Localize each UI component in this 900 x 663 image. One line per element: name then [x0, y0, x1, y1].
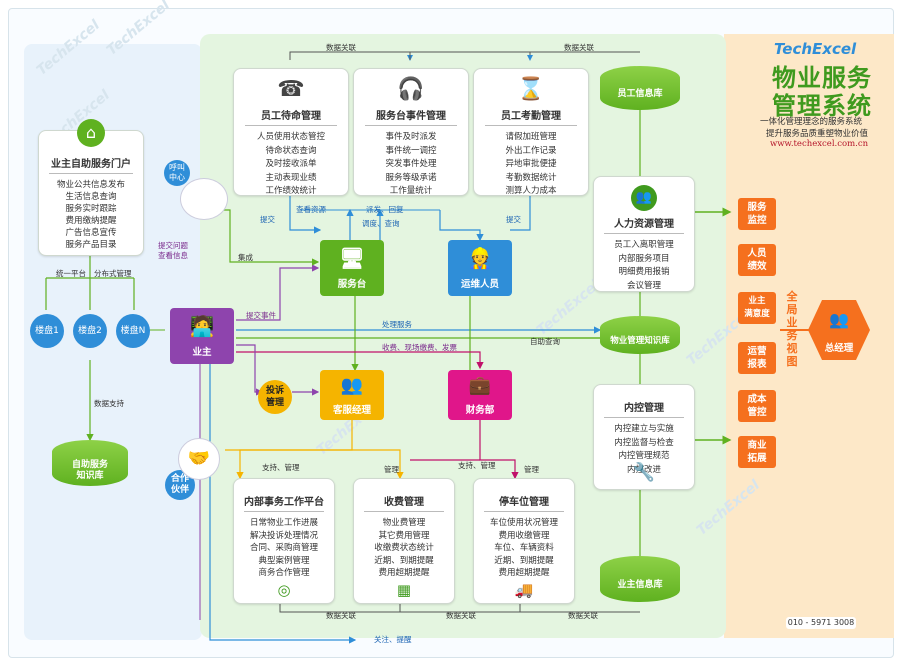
label-distributed-mgmt: 分布式管理	[94, 269, 132, 278]
label-attention: 关注、提醒	[374, 635, 412, 644]
db-knowledge: 物业管理知识库	[600, 316, 680, 354]
card-items: 日常物业工作进展解决投诉处理情况合同、采购商管理典型案例管理商务合作管理	[249, 518, 318, 578]
global-view-label: 全局业务视图	[786, 290, 798, 368]
tools-icon: 🔧	[632, 462, 656, 483]
card-items: 物业公共信息发布生活信息查询服务实时跟踪费用缴纳提醒广告信息宣传服务产品目录	[56, 180, 125, 250]
complaint-mgmt-badge[interactable]: 投诉管理	[258, 380, 292, 414]
label-submit-issue-2: 查看信息	[158, 251, 188, 260]
card-owner-portal: ⌂ 业主自助服务门户 物业公共信息发布生活信息查询服务实时跟踪费用缴纳提醒广告信…	[38, 119, 144, 256]
label-submit-event: 提交事件	[246, 311, 276, 320]
card-title: 员工考勤管理	[501, 111, 561, 122]
label-support-mgmt: 支持、管理	[458, 461, 496, 470]
card-parking: 停车位管理 车位使用状况管理费用收缴管理车位、车辆资料近期、到期提醒费用超期提醒…	[473, 478, 575, 604]
portal-building-2[interactable]: 楼盘2	[73, 314, 107, 348]
label-auto-query: 自助查询	[530, 337, 560, 346]
db-self-service-kb: 自助服务知识库	[52, 440, 128, 486]
brand-logo: TechExcel	[774, 40, 857, 58]
headset-icon: 🎧	[397, 77, 425, 102]
role-general-manager[interactable]: 👥 总经理	[808, 300, 870, 360]
label-data-link: 数据关联	[326, 611, 356, 620]
card-items: 车位使用状况管理费用收缴管理车位、车辆资料近期、到期提醒费用超期提醒	[489, 518, 558, 578]
box-service-monitor[interactable]: 服务监控	[738, 198, 776, 230]
portal-building-1[interactable]: 楼盘1	[30, 314, 64, 348]
label-integrate: 集成	[238, 253, 253, 262]
label-unified-platform: 统一平台	[56, 269, 86, 278]
truck-icon: 🚚	[514, 581, 534, 599]
card-title: 服务台事件管理	[376, 111, 446, 122]
card-hr: 👥 人力资源管理 员工入离职管理内部服务项目明细费用报销会议管理	[593, 176, 695, 292]
card-title: 内部事务工作平台	[244, 497, 324, 508]
phone-icon: ☎	[277, 77, 305, 102]
label-support-mgmt: 支持、管理	[262, 463, 300, 472]
role-service-desk[interactable]: 🖥 服务台	[320, 240, 384, 296]
role-customer-manager[interactable]: 👥 客服经理	[320, 370, 384, 420]
box-owner-satisfaction[interactable]: 业主满意度	[738, 292, 776, 324]
card-attendance: ⌛ 员工考勤管理 请假加班管理外出工作记录异地审批便捷考勤数据统计测算人力成本	[473, 68, 589, 196]
brand-slogan-2: 提升服务品质重塑物业价值	[766, 129, 869, 139]
card-internal-affairs: 内部事务工作平台 日常物业工作进展解决投诉处理情况合同、采购商管理典型案例管理商…	[233, 478, 335, 604]
card-title: 人力资源管理	[614, 219, 674, 230]
box-staff-performance[interactable]: 人员绩效	[738, 244, 776, 276]
label-view-resource: 查看资源	[296, 205, 326, 214]
card-title: 收费管理	[384, 497, 424, 508]
label-submit: 提交	[506, 215, 521, 224]
target-icon: ◎	[277, 581, 291, 599]
label-handle-service: 处理服务	[382, 320, 412, 329]
portal-building-n[interactable]: 楼盘N	[116, 314, 150, 348]
card-items: 员工入离职管理内部服务项目明细费用报销会议管理	[614, 240, 674, 291]
card-title: 业主自助服务门户	[51, 159, 131, 170]
card-title: 内控管理	[624, 403, 664, 414]
role-owner[interactable]: 🧑‍💻 业主	[170, 308, 234, 364]
people-icon: 👥	[631, 185, 657, 211]
card-internal-control: 内控管理 内控建立与实施内控监督与检查内控管理规范内控改进 🔧	[593, 384, 695, 490]
card-items: 请假加班管理外出工作记录异地审批便捷考勤数据统计测算人力成本	[505, 132, 557, 196]
brand-slogan-1: 一体化管理理念的服务系统	[760, 117, 863, 127]
staff-icon: 👷	[467, 246, 493, 270]
db-owner-info: 业主信息库	[600, 556, 680, 602]
desk-icon: 🖥	[339, 246, 365, 270]
label-dispatch-return: 派发、回复	[366, 205, 404, 214]
label-manage: 管理	[524, 465, 539, 474]
card-charging: 收费管理 物业费管理其它费用管理收缴费状态统计近期、到期提醒费用超期提醒 ▦	[353, 478, 455, 604]
meeting-icon: 👥	[829, 310, 849, 329]
label-submit-issue-1: 提交问题	[158, 241, 188, 250]
card-title: 停车位管理	[499, 497, 549, 508]
card-items: 物业费管理其它费用管理收缴费状态统计近期、到期提醒费用超期提醒	[374, 518, 434, 578]
box-business-expansion[interactable]: 商业拓展	[738, 436, 776, 468]
hourglass-icon: ⌛	[517, 77, 545, 102]
label-dispatch-query: 调度、查询	[362, 219, 400, 228]
brand-url[interactable]: www.techexcel.com.cn	[770, 139, 869, 149]
manager-icon: 👥	[340, 375, 364, 396]
brand-title-line2: 管理系统	[772, 92, 872, 120]
card-items: 内控建立与实施内控监督与检查内控管理规范内控改进	[614, 424, 674, 475]
card-title: 员工待命管理	[261, 111, 321, 122]
handshake-icon: 🤝	[178, 438, 220, 480]
label-data-link: 数据关联	[564, 43, 594, 52]
label-fees: 收费、现场缴费、发票	[382, 343, 457, 352]
box-operation-report[interactable]: 运营报表	[738, 342, 776, 374]
calculator-icon: ▦	[396, 581, 412, 599]
role-ops-staff[interactable]: 👷 运维人员	[448, 240, 512, 296]
home-icon: ⌂	[77, 119, 105, 147]
card-items: 人员使用状态管控待命状态查询及时接收派单主动表现业绩工作绩效统计	[256, 132, 325, 196]
label-manage: 管理	[384, 465, 399, 474]
label-data-link: 数据关联	[446, 611, 476, 620]
db-staff-info: 员工信息库	[600, 66, 680, 110]
finance-icon: 💼	[468, 375, 492, 396]
brand-phone: 010 - 5971 3008	[786, 617, 856, 629]
card-items: 事件及时派发事件统一调控突发事件处理服务等级承诺工作量统计	[385, 132, 437, 196]
owner-icon: 🧑‍💻	[189, 314, 215, 338]
box-cost-control[interactable]: 成本管控	[738, 390, 776, 422]
brand-title-line1: 物业服务	[772, 64, 872, 92]
label-data-link: 数据关联	[568, 611, 598, 620]
card-service-desk: 🎧 服务台事件管理 事件及时派发事件统一调控突发事件处理服务等级承诺工作量统计	[353, 68, 469, 196]
label-submit: 提交	[260, 215, 275, 224]
call-center-badge: 呼叫中心	[164, 160, 190, 186]
card-staff-duty: ☎ 员工待命管理 人员使用状态管控待命状态查询及时接收派单主动表现业绩工作绩效统…	[233, 68, 349, 196]
call-center-phones-icon	[180, 178, 228, 220]
label-data-support: 数据支持	[94, 399, 124, 408]
role-finance[interactable]: 💼 财务部	[448, 370, 512, 420]
label-data-link: 数据关联	[326, 43, 356, 52]
